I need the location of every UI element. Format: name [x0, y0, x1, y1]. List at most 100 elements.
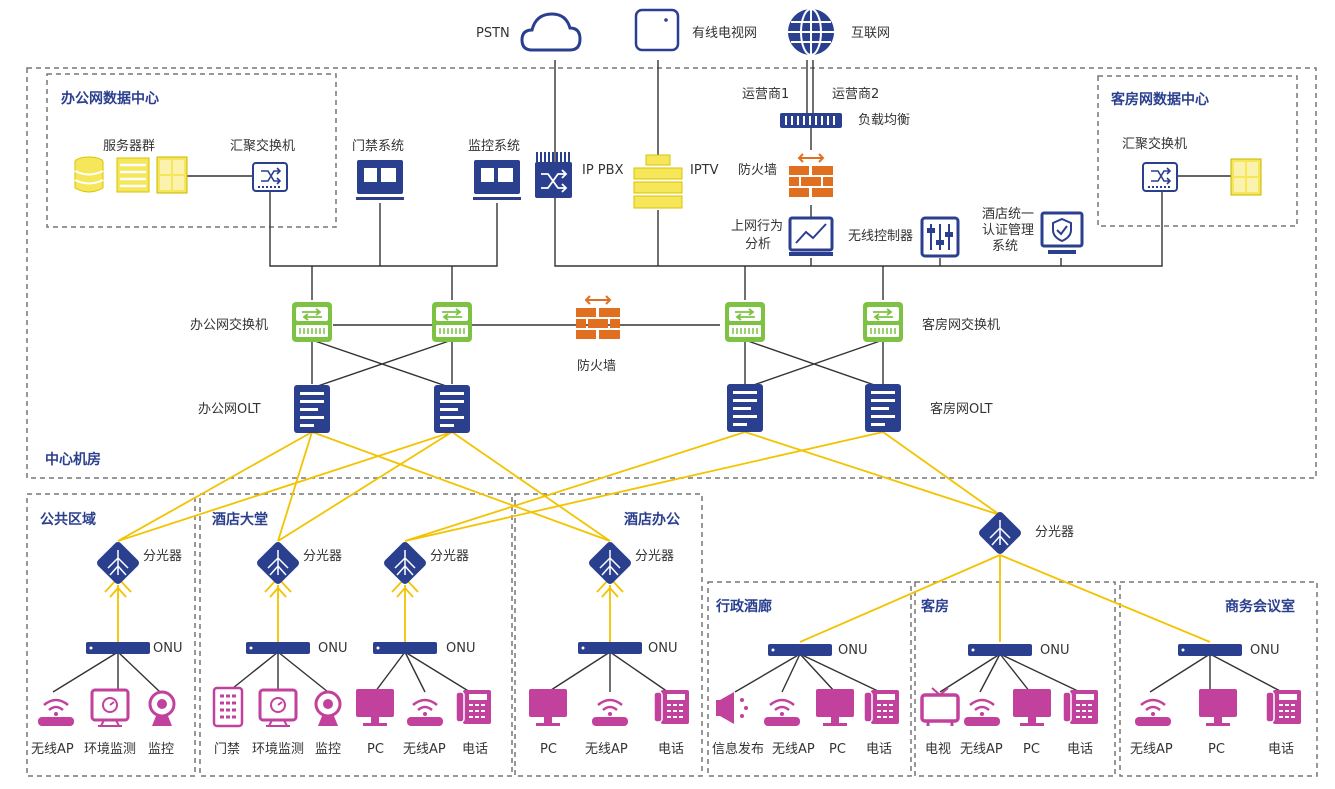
zone-meeting-title: 商务会议室	[1225, 598, 1295, 615]
middle-firewall-icon	[575, 295, 621, 340]
meeting-pc-icon	[1199, 689, 1237, 726]
splitter-lobby-2-icon	[381, 539, 429, 587]
office-switch-2-icon	[431, 301, 473, 343]
device-label: 门禁	[214, 742, 240, 757]
onu-public-icon	[86, 642, 150, 654]
splitter-office-icon	[586, 539, 634, 587]
zone-lobby-box	[199, 493, 513, 777]
auth-label-line3: 系统	[992, 239, 1018, 254]
room-phone-icon	[1062, 689, 1099, 725]
zone-exec-box	[707, 581, 912, 777]
device-label: 环境监测	[252, 742, 304, 757]
iptv-label: IPTV	[690, 163, 719, 178]
office-olt-2-icon	[434, 385, 470, 433]
exec-ap-icon	[762, 698, 802, 728]
servers-label: 服务器群	[103, 138, 155, 154]
public-env-icon	[90, 688, 130, 728]
onu-label: ONU	[838, 643, 867, 658]
guest-dc-box	[1097, 75, 1298, 227]
device-label: 环境监测	[84, 742, 136, 757]
room-tv-icon	[920, 686, 960, 728]
device-label: 无线AP	[585, 742, 628, 757]
center-room-title: 中心机房	[45, 451, 101, 468]
access-system-icon	[356, 160, 404, 200]
splitter-label: 分光器	[303, 549, 342, 564]
onu-label: ONU	[1040, 643, 1069, 658]
guest-olt-label: 客房网OLT	[930, 401, 993, 417]
office-dc-box	[46, 73, 337, 228]
onu-exec-icon	[768, 644, 832, 656]
cloud-icon	[520, 12, 582, 52]
center-room-box	[26, 67, 1317, 479]
device-label: PC	[367, 742, 384, 757]
onu-room-icon	[968, 644, 1032, 656]
zone-room-title: 客房	[920, 598, 949, 615]
room-ap-icon	[962, 698, 1002, 728]
device-label: 电话	[462, 742, 488, 757]
office-agg-switch-icon	[252, 162, 288, 192]
device-label: 电话	[866, 742, 892, 757]
device-label: PC	[540, 742, 557, 757]
core-links	[186, 60, 1232, 389]
exec-info-icon	[716, 692, 748, 724]
onu-drops	[52, 651, 1283, 693]
top-firewall-icon	[788, 153, 834, 198]
onu-meeting-icon	[1178, 644, 1242, 656]
behavior-label-line2: 分析	[745, 237, 771, 252]
top-firewall-label: 防火墙	[738, 162, 777, 178]
splitter-guest-icon	[976, 509, 1024, 557]
meeting-phone-icon	[1265, 689, 1302, 725]
zone-office-title: 酒店办公	[624, 511, 680, 528]
office-ap-icon	[590, 698, 630, 728]
splitter-public-icon	[94, 539, 142, 587]
auth-system-icon	[1040, 211, 1084, 254]
guest-dc-title: 客房网数据中心	[1110, 91, 1209, 108]
guest-switch-label: 客房网交换机	[922, 317, 1000, 333]
access-system-label: 门禁系统	[352, 139, 404, 154]
onu-label: ONU	[153, 641, 182, 656]
office-agg-label: 汇聚交换机	[230, 138, 295, 154]
splitter-label: 分光器	[430, 549, 469, 564]
onu-lobby-2-icon	[373, 642, 437, 654]
ip-pbx-label: IP PBX	[582, 163, 624, 178]
device-label: 电话	[1067, 742, 1093, 757]
monitor-system-label: 监控系统	[468, 139, 520, 154]
splitter-label: 分光器	[635, 549, 674, 564]
isp2-label: 运营商2	[832, 87, 879, 102]
device-label: 电视	[925, 742, 951, 757]
server-cabinet-icon	[156, 156, 188, 194]
device-label: 无线AP	[1130, 742, 1173, 757]
office-phone-icon	[653, 689, 690, 725]
onu-label: ONU	[1250, 643, 1279, 658]
office-olt-label: 办公网OLT	[198, 402, 261, 417]
load-balancer-icon	[780, 113, 842, 128]
lobby-phone-icon	[455, 689, 492, 725]
server-rack-icon	[116, 157, 150, 193]
fiber-links	[104, 431, 1211, 643]
auth-label-line1: 酒店统一	[982, 207, 1034, 222]
zone-public-title: 公共区域	[40, 511, 96, 528]
zone-office-box	[514, 493, 703, 777]
device-label: 无线AP	[403, 742, 446, 757]
lobby-env-icon	[258, 688, 298, 728]
ip-pbx-icon	[535, 152, 572, 198]
exec-pc-icon	[816, 689, 854, 726]
guest-switch-2-icon	[862, 301, 904, 343]
office-pc-icon	[529, 689, 567, 726]
pstn-label: PSTN	[476, 26, 510, 41]
middle-firewall-label: 防火墙	[577, 358, 616, 374]
onu-label: ONU	[648, 641, 677, 656]
device-label: 无线AP	[31, 742, 74, 757]
device-label: 监控	[148, 742, 174, 757]
room-pc-icon	[1013, 689, 1051, 726]
database-icon	[74, 156, 104, 193]
auth-label-line2: 认证管理	[982, 223, 1034, 238]
zone-lobby-title: 酒店大堂	[212, 511, 268, 528]
lobby-camera-icon	[314, 690, 342, 728]
device-labels: 无线AP 环境监测 监控 门禁 环境监测 监控 PC 无线AP 电话 PC 无线…	[31, 741, 1294, 757]
device-label: PC	[829, 742, 846, 757]
monitor-system-icon	[473, 160, 521, 200]
behavior-analysis-icon	[788, 216, 834, 256]
device-label: 电话	[1268, 742, 1294, 757]
